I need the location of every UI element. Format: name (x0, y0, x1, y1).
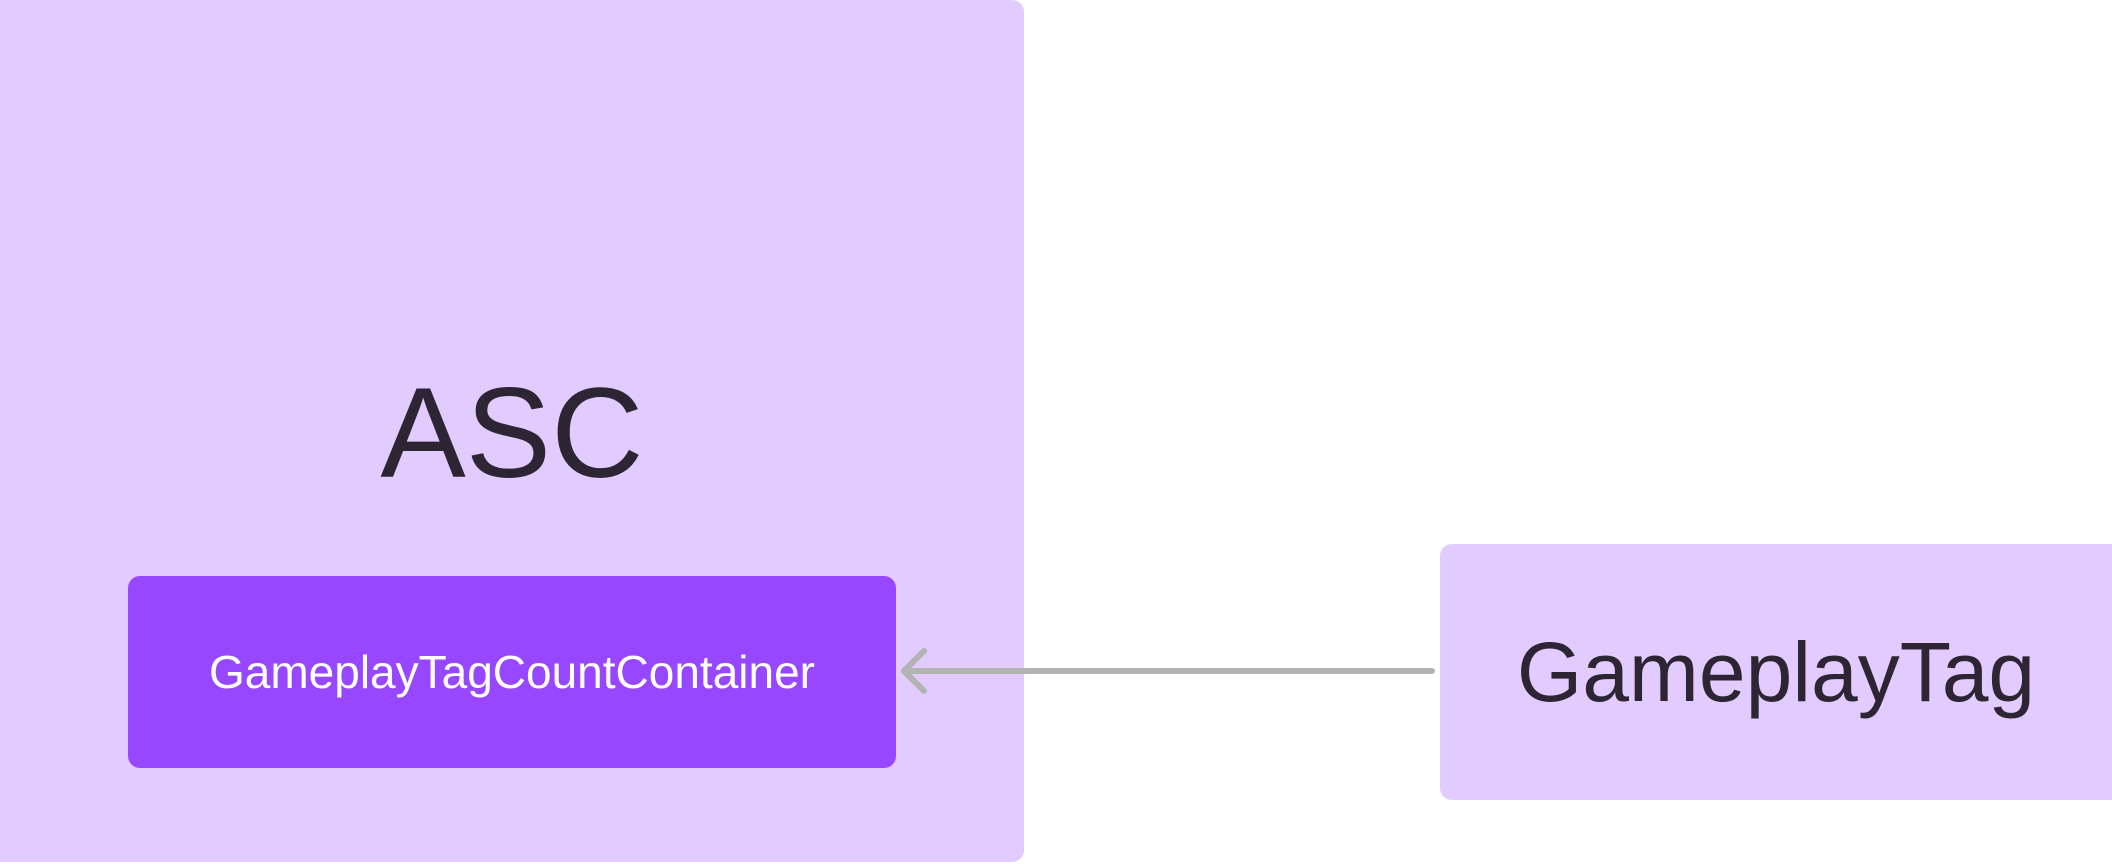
gameplay-tag-count-container-label: GameplayTagCountContainer (208, 646, 816, 698)
asc-node: ASC GameplayTagCountContainer (0, 0, 1024, 862)
gameplay-tag-node: GameplayTag (1440, 544, 2112, 800)
gameplay-tag-count-container-node: GameplayTagCountContainer (128, 576, 896, 768)
asc-label: ASC (380, 362, 644, 505)
gameplay-tag-label: GameplayTag (1516, 624, 2036, 719)
